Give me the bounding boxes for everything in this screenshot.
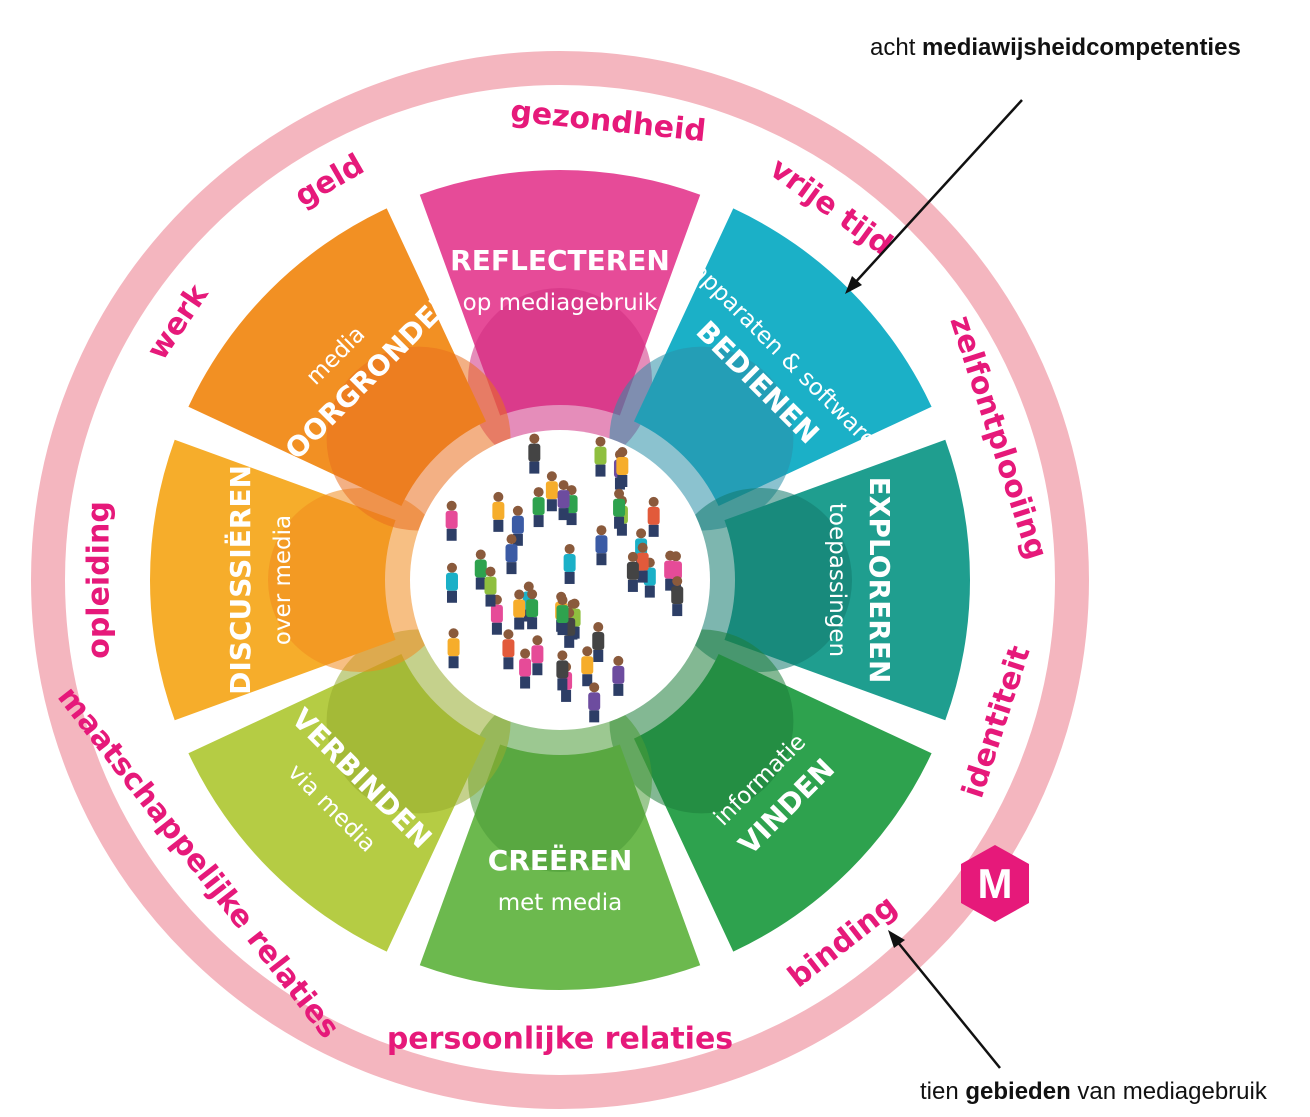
segment-reflecteren-subtitle: op mediagebruik xyxy=(463,290,658,316)
person-figure xyxy=(612,655,625,696)
logo-hexagon xyxy=(961,845,1029,922)
person-figure xyxy=(445,562,458,603)
person-figure xyxy=(594,436,607,477)
segment-exploreren-inner-lobe xyxy=(668,488,852,672)
pointer-arrows xyxy=(845,99,1023,1069)
person-figure xyxy=(671,576,684,617)
segment-creeren-inner-lobe xyxy=(468,688,652,872)
person-figure xyxy=(531,635,544,676)
person-figure xyxy=(556,650,569,691)
segment-reflecteren: REFLECTEREN op mediagebruik xyxy=(419,170,701,472)
arrowhead-competency xyxy=(845,276,862,294)
segment-exploreren-title: EXPLOREREN xyxy=(863,477,896,684)
person-figure xyxy=(616,447,629,488)
segment-reflecteren-inner-lobe xyxy=(468,288,652,472)
domain-label: opleiding xyxy=(82,501,117,659)
person-figure xyxy=(492,491,505,532)
segment-creeren-subtitle: met media xyxy=(498,890,623,916)
segment-exploreren-label: EXPLOREREN toepassingen xyxy=(824,477,896,684)
person-figure xyxy=(592,621,605,662)
people-illustration-hub xyxy=(410,430,710,730)
person-figure xyxy=(528,433,541,474)
segment-discussieren-label: DISCUSSIËREN over media xyxy=(223,465,296,695)
person-figure xyxy=(588,682,601,723)
person-figure xyxy=(613,488,626,529)
person-figure xyxy=(545,471,558,512)
person-figure xyxy=(557,480,570,521)
person-figure xyxy=(595,525,608,566)
segment-exploreren-subtitle: toepassingen xyxy=(824,503,850,657)
person-figure xyxy=(636,542,649,583)
hub-background xyxy=(410,430,710,730)
arrowhead-domain xyxy=(888,930,905,948)
annotation-competencies: acht mediawijsheidcompetenties xyxy=(870,34,1241,61)
person-figure xyxy=(505,534,518,575)
person-figure xyxy=(511,505,524,546)
segment-discussieren: DISCUSSIËREN over media xyxy=(149,439,452,721)
person-figure xyxy=(526,589,539,630)
person-figure xyxy=(484,566,497,607)
logo-letter: M xyxy=(978,860,1013,907)
person-figure xyxy=(556,595,569,636)
person-figure xyxy=(447,628,460,669)
logo-badge: M xyxy=(961,845,1029,922)
person-figure xyxy=(445,500,458,541)
person-figure xyxy=(474,549,487,590)
person-figure xyxy=(647,496,660,537)
person-figure xyxy=(581,646,594,687)
arrow-to-competency xyxy=(851,99,1023,287)
segment-creeren-label: CREËREN met media xyxy=(488,843,632,916)
outer-ring xyxy=(31,51,1089,1109)
segment-reflecteren-label: REFLECTEREN op mediagebruik xyxy=(450,244,670,316)
segment-discussieren-inner-lobe xyxy=(268,488,452,672)
person-figure xyxy=(513,589,526,630)
segment-discussieren-title: DISCUSSIËREN xyxy=(223,465,257,695)
person-figure xyxy=(626,551,639,592)
annotation-domains: tien gebieden van mediagebruik xyxy=(920,1078,1267,1105)
domain-label: persoonlijke relaties xyxy=(387,1022,733,1057)
person-figure xyxy=(502,629,515,670)
segment-exploreren: EXPLOREREN toepassingen xyxy=(668,439,971,721)
arrow-to-domain xyxy=(895,939,1001,1069)
person-figure xyxy=(563,543,576,584)
person-figure xyxy=(532,487,545,528)
segment-creeren-title: CREËREN xyxy=(488,843,632,877)
segment-discussieren-subtitle: over media xyxy=(270,515,296,645)
person-figure xyxy=(519,648,532,689)
segment-reflecteren-title: REFLECTEREN xyxy=(450,244,670,277)
segment-creeren: CREËREN met media xyxy=(419,688,701,990)
domain-label: gezondheid xyxy=(509,94,708,149)
